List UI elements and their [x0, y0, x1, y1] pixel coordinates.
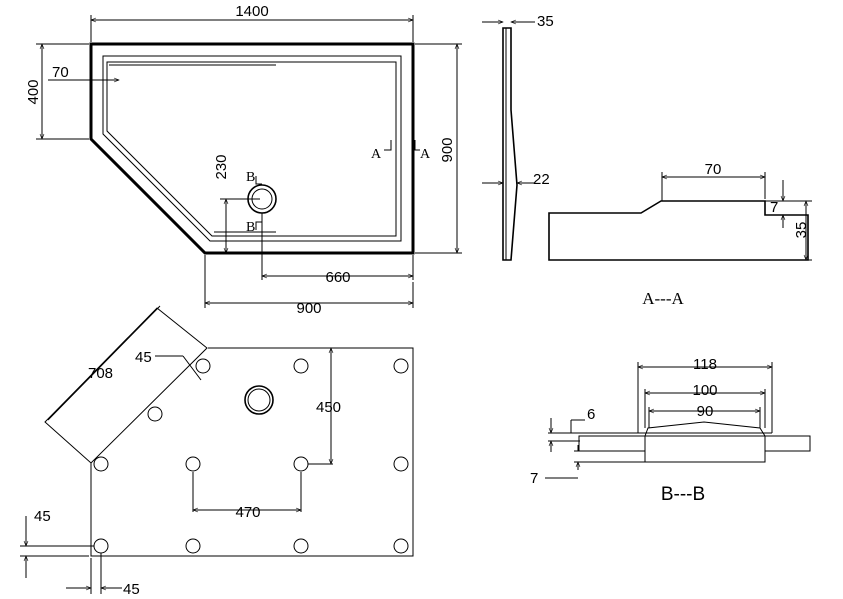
tray-basin — [106, 61, 397, 237]
foot-hole — [93, 538, 109, 554]
side-profile — [502, 27, 518, 261]
bottom-view: 708 45 450 470 — [20, 305, 414, 598]
dim-rim-22: 22 — [533, 171, 550, 188]
dim-section-b-100: 100 — [692, 382, 717, 399]
dim-drain-y-230: 230 — [213, 154, 230, 179]
dim-drain-x-660: 660 — [325, 269, 350, 286]
dim-section-b-top-6: 6 — [587, 406, 595, 423]
foot-hole — [393, 538, 409, 554]
section-b-marker-top: B — [246, 170, 255, 185]
section-b-drain-body — [644, 435, 766, 463]
section-a-a: 70 7 35 A---A — [548, 161, 812, 308]
dim-section-b-90: 90 — [697, 403, 714, 420]
section-a-title: A---A — [642, 289, 684, 308]
base-outline — [90, 347, 414, 557]
foot-hole — [185, 538, 201, 554]
angled-panel — [44, 307, 208, 464]
section-a-marker-left: A — [371, 147, 382, 162]
foot-hole — [293, 538, 309, 554]
side-view: 35 22 — [482, 13, 554, 261]
section-b-floor-left — [578, 435, 646, 452]
tray-inner-rim — [102, 55, 402, 242]
foot-hole — [93, 456, 109, 472]
foot-hole — [393, 358, 409, 374]
section-b-marker-bottom: B — [246, 220, 255, 235]
section-b-b: 118 100 90 6 7 B---B — [530, 356, 811, 505]
drain-hole-inner — [247, 388, 271, 412]
dim-corner-offset-70: 70 — [52, 64, 69, 81]
foot-hole — [147, 406, 163, 422]
dim-corner-depth-400: 400 — [25, 79, 42, 104]
dim-spacing-y-450: 450 — [316, 399, 341, 416]
dim-angle-45: 45 — [135, 349, 152, 366]
dim-edge-x-45: 45 — [123, 581, 140, 598]
foot-hole — [293, 456, 309, 472]
dim-section-a-step-7: 7 — [770, 199, 778, 216]
dim-edge-y-45: 45 — [34, 508, 51, 525]
section-a-marker-right: A — [420, 147, 431, 162]
dim-height-900: 900 — [439, 137, 456, 162]
foot-hole — [393, 456, 409, 472]
drain-hole-outer — [244, 385, 274, 415]
dim-width-1400: 1400 — [235, 3, 268, 20]
tray-outline — [89, 42, 415, 255]
dim-section-b-bottom-7: 7 — [530, 470, 538, 487]
dim-thickness-35: 35 — [537, 13, 554, 30]
dim-angled-length-708: 708 — [88, 365, 113, 382]
foot-hole — [293, 358, 309, 374]
dim-section-b-118: 118 — [693, 356, 717, 373]
foot-hole — [195, 358, 211, 374]
dim-front-900: 900 — [296, 300, 321, 317]
top-view: B B A A 1400 400 70 900 230 660 — [25, 3, 462, 317]
foot-hole — [185, 456, 201, 472]
section-b-title: B---B — [661, 484, 705, 505]
dim-section-a-width-70: 70 — [705, 161, 722, 178]
dim-section-a-height-35: 35 — [793, 222, 810, 239]
section-a-body — [548, 200, 809, 261]
section-b-floor-right — [764, 435, 811, 452]
dim-spacing-x-470: 470 — [235, 504, 260, 521]
